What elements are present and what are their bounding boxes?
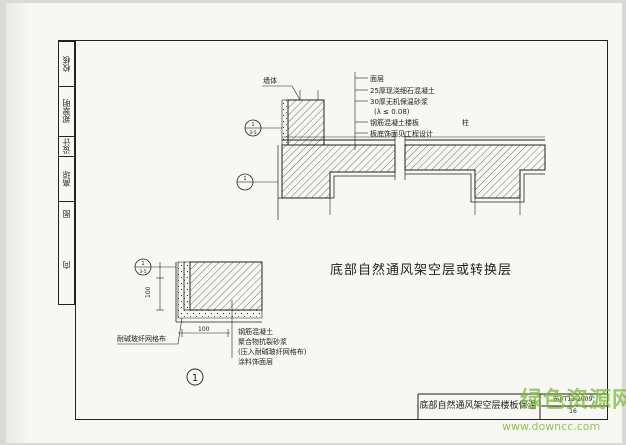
- wall-label: 墙体: [263, 76, 277, 85]
- axis-label: 1: [243, 176, 246, 182]
- detail-1: 100 100 1 3-5 耐碱玻纤网格布 钢筋混凝土 聚合物抗裂砂浆 (压入耐…: [117, 258, 307, 386]
- layer-label: 30厚无机保温砂浆: [370, 97, 428, 106]
- binding-margin: [6, 3, 30, 443]
- layer-label: (压入耐碱玻纤网格布): [238, 347, 307, 356]
- layer-label: 钢筋混凝土楼板: [370, 118, 419, 127]
- layer-label: 聚合物抗裂砂浆: [238, 337, 287, 346]
- slab-left: [281, 144, 396, 199]
- title-block-title: 底部自然通风架空层楼板保温: [419, 401, 537, 411]
- dimension-vertical: 100: [145, 286, 152, 298]
- wall-insulation: [281, 99, 289, 146]
- column-label: 柱: [462, 118, 469, 127]
- svg-text:1: 1: [141, 261, 144, 267]
- drawing-frame: [75, 40, 608, 420]
- dimension-horizontal: 100: [198, 326, 210, 333]
- wall-body: [287, 99, 325, 146]
- detail-number-icon: [186, 368, 204, 386]
- svg-text:3-5: 3-5: [139, 269, 146, 275]
- approval-sidebar: 校核 郑翠明 设计 高琼 图 向: [58, 40, 75, 305]
- detail-number: 1: [192, 373, 198, 384]
- drawing-sheet: [6, 3, 622, 443]
- title-block-page: 16: [569, 408, 577, 415]
- layer-label: 25厚现浇细石混凝土: [370, 86, 435, 95]
- section-title: 底部自然通风架空层或转换层: [330, 262, 512, 278]
- title-block-code: 苏J/T13-2009: [553, 396, 593, 403]
- watermark-text: 绿色资源网: [520, 388, 626, 413]
- layer-label: 板底饰面见工程设计: [370, 129, 433, 138]
- layer-label: 涂料饰面层: [238, 357, 273, 366]
- svg-text:3-5: 3-5: [249, 130, 256, 136]
- title-block: [417, 393, 608, 420]
- layer-label: (λ ≤ 0.08): [374, 108, 410, 116]
- layer-label: 钢筋混凝土: [238, 327, 273, 336]
- top-section-detail: 面层 25厚现浇细石混凝土 30厚无机保温砂浆 (λ ≤ 0.08) 钢筋混凝土…: [236, 72, 546, 220]
- watermark-url: www.downcc.com: [502, 420, 601, 433]
- layer-label: 面层: [370, 75, 384, 83]
- svg-text:1: 1: [251, 122, 254, 128]
- mesh-label: 耐碱玻纤网格布: [117, 334, 166, 343]
